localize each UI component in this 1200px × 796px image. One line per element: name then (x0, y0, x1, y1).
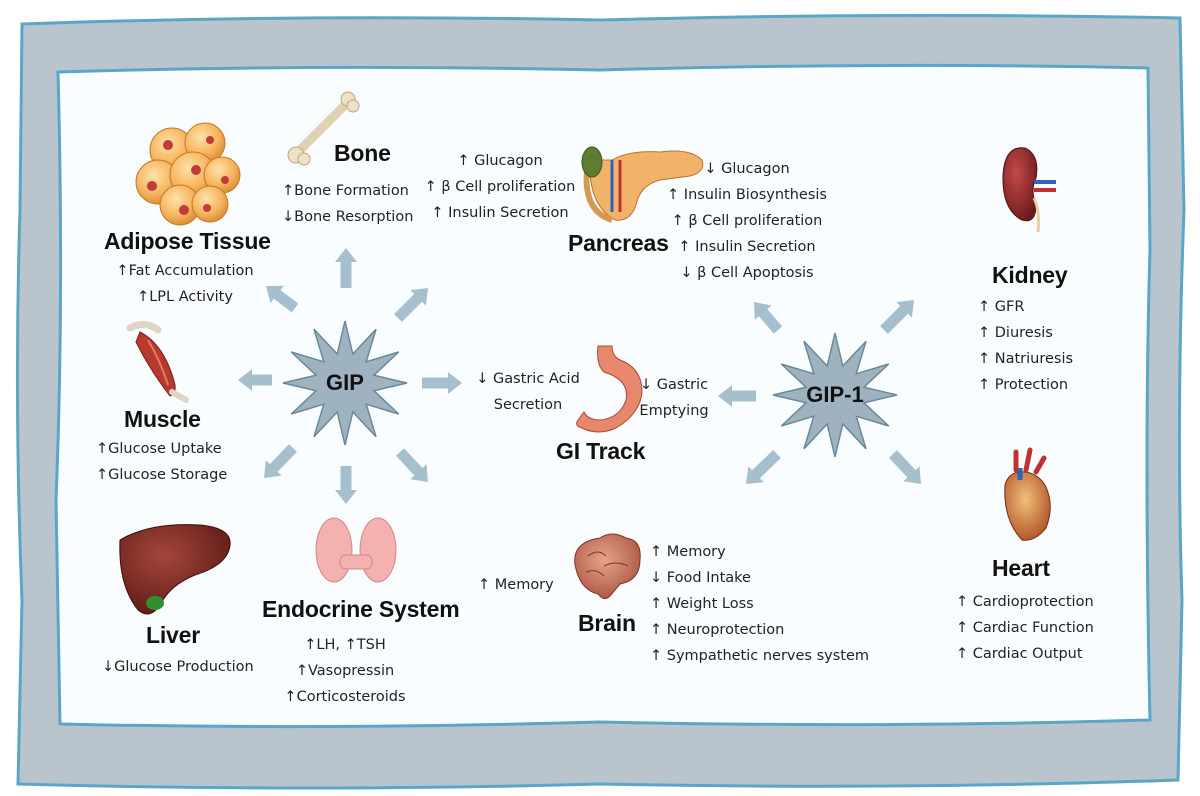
gip-starburst-shape (282, 320, 408, 446)
muscle-icon (126, 321, 189, 403)
muscle-effect: ↑Glucose Uptake (96, 441, 222, 457)
adipose-effect: ↑LPL Activity (137, 289, 233, 305)
arrow-12 (889, 450, 921, 484)
adipose-effect: ↑Fat Accumulation (116, 263, 254, 279)
gi-gip-effects: ↓ Gastric Acid Secretion (466, 366, 590, 418)
kidney-effects: ↑ GFR ↑ Diuresis ↑ Natriuresis ↑ Protect… (978, 294, 1073, 398)
endocrine-effect: ↑LH, ↑TSH (304, 637, 386, 653)
pancreas-effect: ↑ β Cell proliferation (671, 213, 823, 229)
brain-effect: ↑ Memory (650, 544, 726, 560)
liver-icon (119, 524, 231, 615)
brain-effects: ↑ Memory ↓ Food Intake ↑ Weight Loss ↑ N… (650, 539, 869, 669)
bone-title: Bone (334, 140, 391, 166)
pancreas-title: Pancreas (568, 230, 669, 256)
brain-effect: ↑ Neuroprotection (650, 622, 785, 638)
arrows-group (238, 248, 921, 504)
endocrine-gland-icon (315, 517, 397, 583)
arrow-3 (238, 369, 272, 391)
gip-hub-label: GIP (326, 370, 364, 395)
heart-effect: ↑ Cardioprotection (956, 594, 1094, 610)
arrow-6 (335, 466, 357, 504)
kidney-effect: ↑ Diuresis (978, 325, 1053, 341)
muscle-title: Muscle (124, 406, 201, 432)
endocrine-system-title: Endocrine System (262, 596, 460, 622)
brain-gip-effects: ↑ Memory (478, 572, 554, 598)
adipose-tissue-icon (135, 122, 241, 226)
brain-gip-effect: ↑ Memory (478, 577, 554, 593)
heart-effect: ↑ Cardiac Output (956, 646, 1083, 662)
brain-effect: ↑ Sympathetic nerves system (650, 648, 870, 664)
pancreas-icon (581, 146, 704, 223)
liver-title: Liver (146, 622, 200, 648)
kidney-effect: ↑ GFR (978, 299, 1025, 315)
endocrine-effect: ↑Vasopressin (295, 663, 395, 679)
pancreas-effect: ↑ Insulin Biosynthesis (667, 187, 827, 203)
arrow-0 (335, 248, 357, 288)
brain-title: Brain (578, 610, 636, 636)
pancreas-effect: ↑ Insulin Secretion (678, 239, 816, 255)
brain-effect: ↓ Food Intake (650, 570, 751, 586)
gi-gip-effect: Secretion (493, 397, 563, 413)
bone-effect: ↑Bone Formation (282, 183, 409, 199)
bone-effect: ↓Bone Resorption (282, 209, 414, 225)
kidney-title: Kidney (992, 262, 1068, 288)
arrow-11 (746, 450, 781, 484)
bone-effects: ↑Bone Formation ↓Bone Resorption (282, 178, 413, 230)
gip-pancreas-effects: ↑ Glucagon ↑ β Cell proliferation ↑ Insu… (420, 148, 580, 226)
gi-gip1-effect: Emptying (639, 403, 709, 419)
brain-effect: ↑ Weight Loss (650, 596, 754, 612)
pancreas-effect: ↓ β Cell Apoptosis (680, 265, 814, 281)
arrow-4 (422, 372, 462, 394)
arrow-5 (264, 444, 297, 478)
bone-icon (287, 91, 360, 166)
kidney-effect: ↑ Protection (978, 377, 1069, 393)
muscle-effects: ↑Glucose Uptake ↑Glucose Storage (96, 436, 227, 488)
kidney-effect: ↑ Natriuresis (978, 351, 1074, 367)
liver-effect: ↓Glucose Production (102, 659, 254, 675)
gi-gip-effect: ↓ Gastric Acid (476, 371, 580, 387)
brain-icon (574, 533, 641, 600)
endocrine-effects: ↑LH, ↑TSH ↑Vasopressin ↑Corticosteroids (270, 632, 420, 710)
adipose-effects: ↑Fat Accumulation ↑LPL Activity (95, 258, 275, 310)
arrow-8 (754, 302, 783, 334)
arrow-1 (266, 285, 299, 313)
pancreas-effects: ↓ Glucagon ↑ Insulin Biosynthesis ↑ β Ce… (662, 156, 832, 286)
heart-effect: ↑ Cardiac Function (956, 620, 1094, 636)
heart-effects: ↑ Cardioprotection ↑ Cardiac Function ↑ … (956, 589, 1094, 667)
arrow-9 (880, 300, 914, 334)
arrow-7 (396, 448, 428, 482)
stomach-icon (576, 345, 643, 433)
kidney-icon (1002, 147, 1056, 233)
liver-effects: ↓Glucose Production (102, 654, 254, 680)
gip-pancreas-effect: ↑ Insulin Secretion (431, 205, 569, 221)
gip1-starburst-shape (772, 332, 898, 458)
heart-title: Heart (992, 555, 1050, 581)
gi-gip1-effect: ↓ Gastric (639, 377, 709, 393)
pancreas-effect: ↓ Glucagon (704, 161, 790, 177)
arrow-10 (718, 385, 756, 407)
gi-track-title: GI Track (556, 438, 646, 464)
muscle-effect: ↑Glucose Storage (96, 467, 228, 483)
adipose-tissue-title: Adipose Tissue (104, 228, 271, 254)
arrow-2 (394, 288, 428, 322)
heart-icon (1004, 447, 1051, 541)
gi-gip1-effects: ↓ Gastric Emptying (634, 372, 714, 424)
endocrine-effect: ↑Corticosteroids (284, 689, 406, 705)
gip-pancreas-effect: ↑ Glucagon (457, 153, 543, 169)
gip1-hub-label: GIP-1 (806, 382, 864, 407)
gip-pancreas-effect: ↑ β Cell proliferation (424, 179, 576, 195)
